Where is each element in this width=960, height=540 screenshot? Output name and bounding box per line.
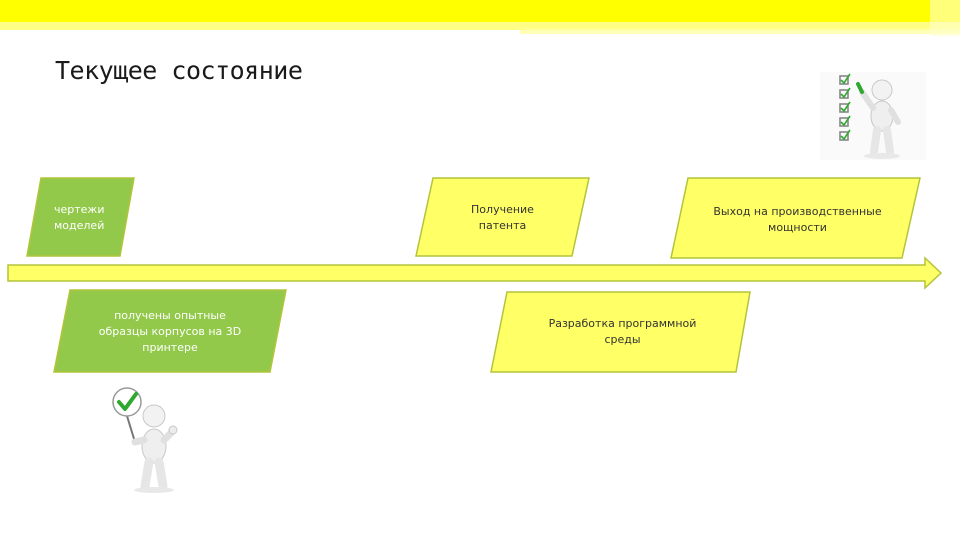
box-software-label: Разработка программной среды bbox=[548, 317, 697, 346]
slide-title: Текущее состояние bbox=[55, 56, 303, 85]
box-patent-label: Получение патента bbox=[471, 203, 534, 232]
timeline-arrow bbox=[7, 256, 943, 290]
box-production-label: Выход на производственные мощности bbox=[713, 205, 882, 234]
box-drawings-label: чертежи моделей bbox=[54, 203, 105, 232]
checklist-figure-icon bbox=[820, 72, 926, 160]
box-prototypes bbox=[53, 289, 287, 373]
checkmark-sign-figure-icon bbox=[112, 387, 178, 493]
box-prototypes-label: получены опытные образцы корпусов на 3D … bbox=[98, 309, 242, 354]
box-production bbox=[670, 177, 921, 259]
top-banner bbox=[0, 0, 960, 36]
box-drawings bbox=[26, 177, 135, 257]
box-software bbox=[490, 291, 751, 373]
box-patent bbox=[415, 177, 590, 257]
